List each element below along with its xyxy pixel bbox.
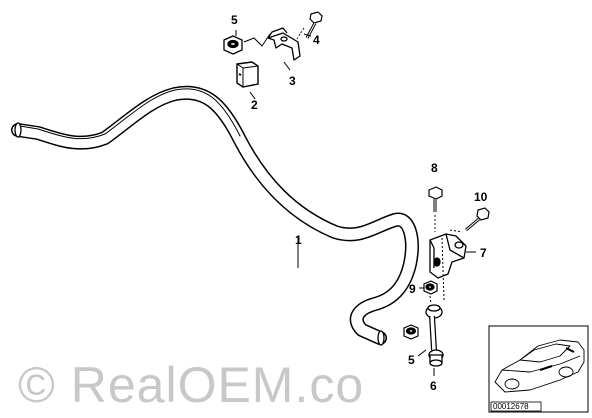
hex-nut-upper[interactable] bbox=[223, 35, 243, 55]
callout-7: 7 bbox=[480, 246, 487, 260]
callout-5-top: 5 bbox=[231, 13, 238, 27]
vehicle-inset: 00012678 bbox=[488, 325, 589, 413]
watermark-text: © RealOEM.co bbox=[18, 357, 364, 413]
callout-4: 4 bbox=[313, 33, 320, 47]
callout-2: 2 bbox=[251, 98, 258, 112]
clamp-bracket[interactable] bbox=[267, 27, 301, 61]
callout-6: 6 bbox=[430, 379, 437, 393]
car-silhouette-icon bbox=[494, 339, 585, 393]
callout-3: 3 bbox=[289, 74, 296, 88]
callout-8: 8 bbox=[431, 161, 438, 175]
stabilizer-bar[interactable] bbox=[11, 85, 419, 346]
hex-bolt-center[interactable] bbox=[428, 186, 443, 232]
callout-5-bottom: 5 bbox=[408, 353, 415, 367]
leader-lines-top bbox=[235, 30, 312, 100]
callout-labels: 1 2 3 4 5 5 6 7 8 9 10 bbox=[231, 13, 488, 393]
hex-nut-middle[interactable] bbox=[423, 280, 438, 295]
hex-bolt-right[interactable] bbox=[465, 207, 490, 232]
rubber-mounting[interactable] bbox=[236, 61, 259, 88]
callout-1: 1 bbox=[295, 233, 302, 247]
leader-lines-lower bbox=[297, 229, 476, 376]
support-bracket[interactable] bbox=[429, 233, 467, 279]
callout-10: 10 bbox=[474, 190, 488, 204]
hex-nut-lower[interactable] bbox=[403, 324, 419, 340]
stabilizer-link[interactable] bbox=[425, 304, 444, 367]
callout-9: 9 bbox=[409, 282, 416, 296]
inset-image-code: 00012678 bbox=[493, 402, 529, 411]
